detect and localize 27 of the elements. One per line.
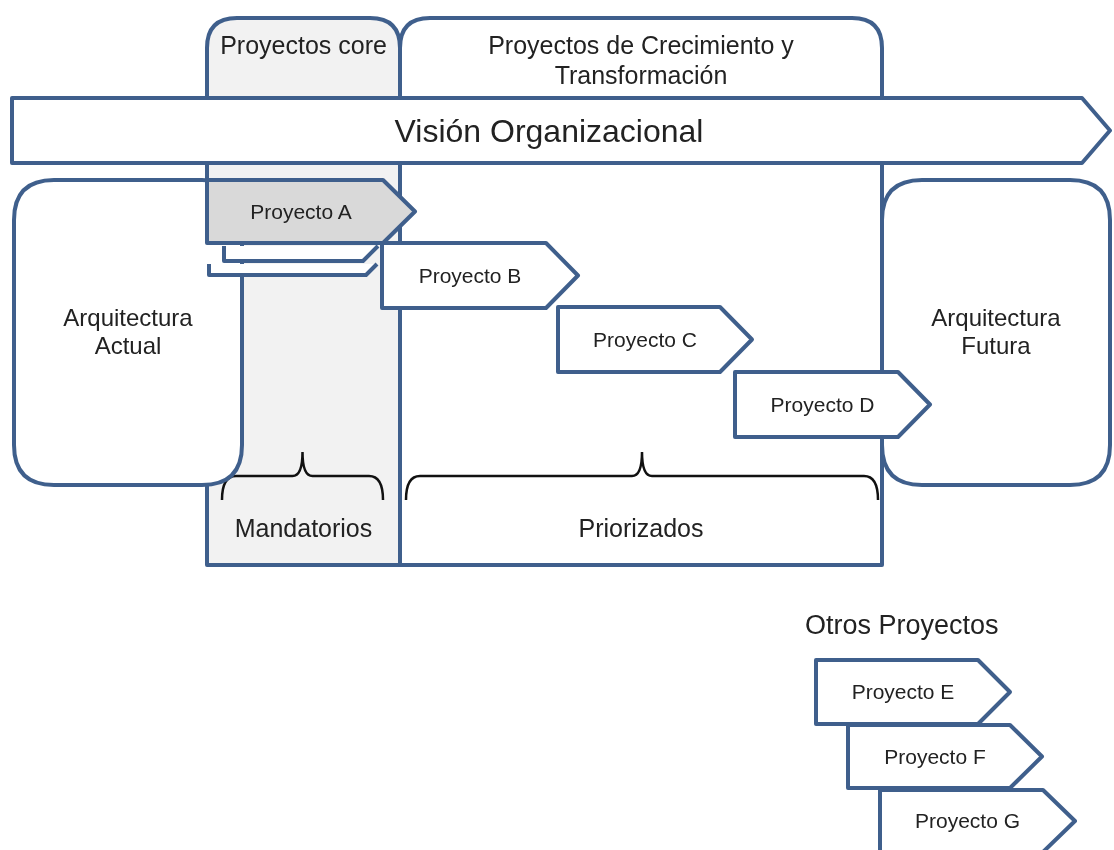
chevron-shape — [558, 307, 752, 372]
node-label: Arquitectura Futura — [930, 303, 1062, 362]
group-label: Mandatorios — [233, 513, 374, 543]
node-label: Arquitectura Actual — [62, 303, 194, 362]
node-label: Visión Organizacional — [393, 111, 705, 150]
rounded-box — [882, 180, 1110, 485]
chevron-shape — [880, 790, 1075, 850]
project-label: Proyecto F — [883, 743, 987, 770]
chevron-shape — [382, 243, 578, 308]
project-label: Proyecto C — [592, 326, 698, 353]
project-label: Proyecto A — [249, 198, 353, 225]
chevron-shape — [735, 372, 930, 437]
project-label: Proyecto B — [417, 262, 523, 289]
chevron-shape — [816, 660, 1010, 724]
group-label: Priorizados — [577, 513, 705, 543]
project-label: Proyecto G — [913, 808, 1021, 834]
rounded-box — [14, 180, 242, 485]
project-label: Proyecto D — [769, 391, 876, 418]
chevron-shape — [222, 246, 380, 263]
section-heading: Otros Proyectos — [805, 610, 999, 641]
column-title: Proyectos core — [219, 30, 388, 60]
project-label: Proyecto E — [850, 679, 956, 705]
chevron-shape — [207, 264, 379, 277]
arrow-band — [12, 98, 1110, 163]
column-title: Proyectos de Crecimiento y Transformación — [487, 30, 795, 90]
chevron-shape — [207, 180, 415, 243]
chevron-shape — [848, 725, 1042, 788]
